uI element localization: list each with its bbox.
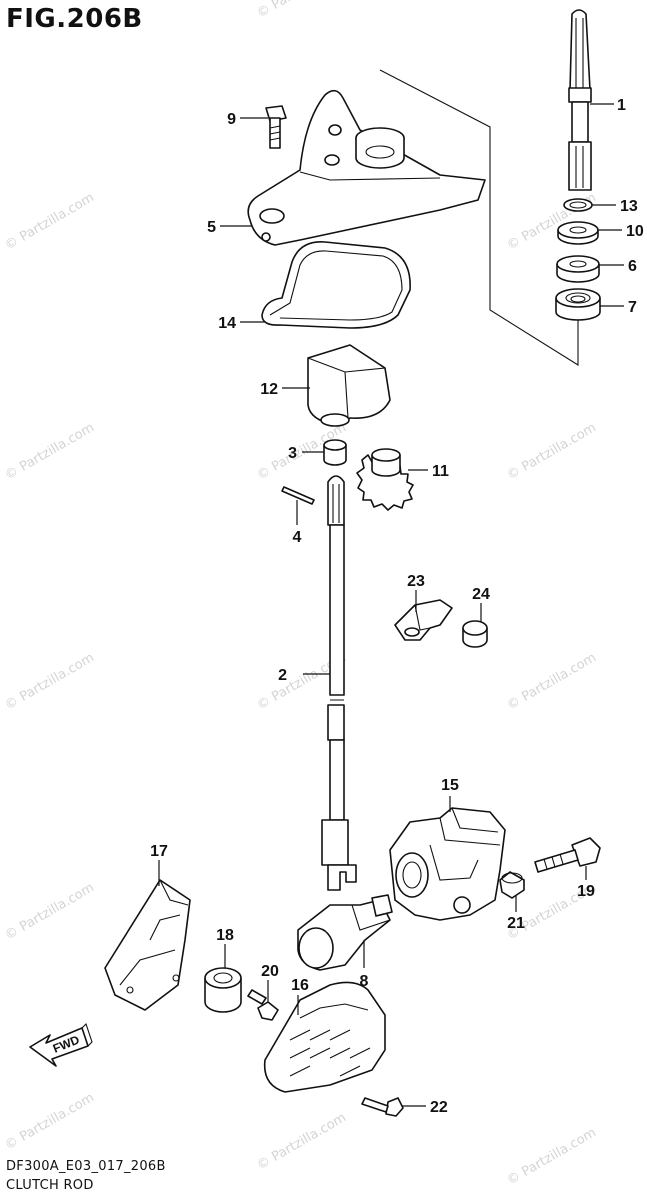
callout-21: 21: [507, 915, 525, 932]
part-17-left-cover: [104, 879, 191, 1011]
part-18-collar: [204, 967, 242, 1013]
watermark: © Partzilla.com: [3, 650, 97, 713]
watermark: © Partzilla.com: [255, 1110, 349, 1173]
part-24-collar: [462, 620, 488, 648]
callout-24: 24: [472, 586, 490, 603]
watermark: © Partzilla.com: [3, 190, 97, 253]
callout-22: 22: [430, 1099, 448, 1116]
figure-title: FIG.206B: [6, 4, 143, 34]
watermark: © Partzilla.com: [3, 880, 97, 943]
callout-11: 11: [432, 463, 449, 480]
part-11-gear: [356, 448, 414, 511]
part-3-bushing: [323, 439, 347, 466]
callout-7: 7: [628, 299, 637, 316]
part-21-bushing: [499, 871, 525, 899]
part-4-pin: [281, 486, 315, 505]
diagram-name: CLUTCH ROD: [6, 1178, 94, 1193]
callout-3: 3: [288, 445, 297, 462]
part-8-shift-joint: [297, 894, 393, 971]
callout-18: 18: [216, 927, 234, 944]
callout-14: 14: [218, 315, 236, 332]
callout-10: 10: [626, 223, 644, 240]
part-5-bracket: [247, 89, 486, 246]
callout-4: 4: [293, 529, 302, 546]
callout-20: 20: [261, 963, 279, 980]
part-1-upper-shaft: [568, 9, 592, 191]
part-23-clip: [394, 599, 453, 641]
callout-5: 5: [207, 219, 216, 236]
part-19-bolt: [534, 837, 601, 873]
leader-lines: [158, 103, 624, 1107]
callout-19: 19: [577, 883, 595, 900]
watermark: © Partzilla.com: [3, 420, 97, 483]
callout-15: 15: [441, 777, 459, 794]
part-7-oil-seal: [555, 288, 601, 321]
callout-16: 16: [291, 977, 309, 994]
watermark: © Partzilla.com: [505, 420, 599, 483]
part-9-bolt: [265, 105, 287, 149]
fwd-arrow: FWD: [29, 1022, 93, 1067]
callout-labels: 1 2 3 4 5 6 7 8 9 10 11 12 13 14 15 16 1…: [150, 97, 644, 1116]
callout-12: 12: [260, 381, 278, 398]
callout-2: 2: [278, 667, 287, 684]
callout-1: 1: [617, 97, 626, 114]
diagram-code: DF300A_E03_017_206B: [6, 1159, 166, 1174]
part-12-housing: [307, 344, 391, 427]
watermark: © Partzilla.com: [505, 650, 599, 713]
part-15-shift-housing: [389, 807, 506, 921]
callout-23: 23: [407, 573, 425, 590]
part-13-small-ring: [563, 198, 593, 212]
part-2-clutch-rod: [321, 475, 357, 891]
part-6-washer: [556, 255, 600, 283]
part-22-screw: [361, 1097, 404, 1117]
callout-13: 13: [620, 198, 638, 215]
callout-9: 9: [227, 111, 236, 128]
part-10-washer: [557, 221, 599, 245]
part-14-gasket: [261, 241, 411, 329]
part-16-lower-cover: [263, 981, 386, 1093]
callout-6: 6: [628, 258, 637, 275]
part-20-small-bolt: [247, 989, 279, 1021]
callout-8: 8: [360, 973, 369, 990]
callout-17: 17: [150, 843, 168, 860]
watermark: © Partzilla.com: [255, 0, 349, 21]
watermark: © Partzilla.com: [3, 1090, 97, 1153]
watermark: © Partzilla.com: [505, 1125, 599, 1188]
assembly-bracket-line: [379, 69, 579, 366]
